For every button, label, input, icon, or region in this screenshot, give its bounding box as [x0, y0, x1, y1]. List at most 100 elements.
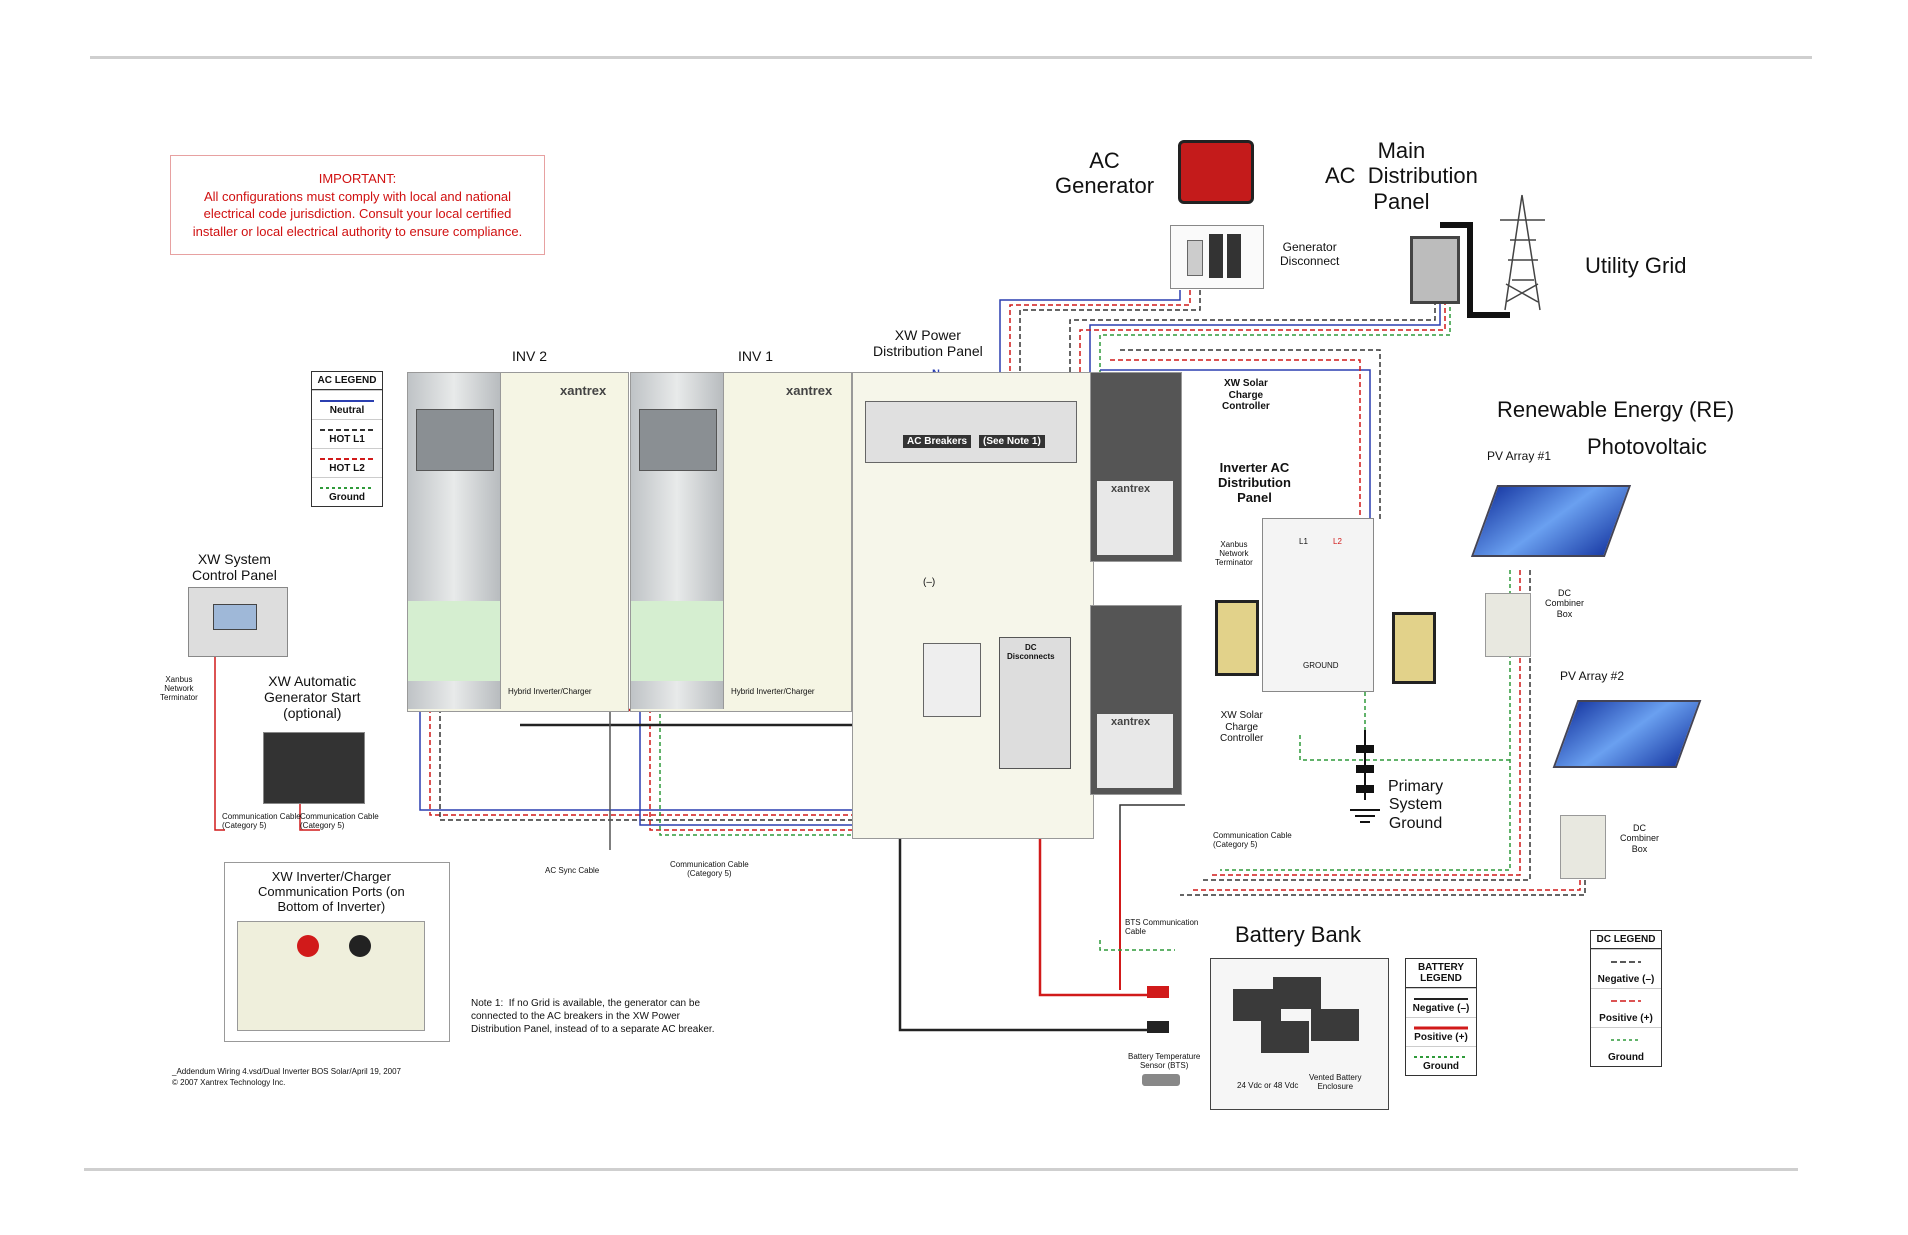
- battery-legend-title: BATTERY LEGEND: [1406, 959, 1476, 988]
- vented-enclosure-label: Vented Battery Enclosure: [1309, 1073, 1362, 1091]
- disconnect-switch-icon: [1187, 240, 1203, 276]
- legend-item: Neutral: [312, 390, 382, 419]
- solar-cc-top: xantrex: [1090, 372, 1182, 562]
- l2-label: L2: [1333, 537, 1342, 546]
- legend-item: Ground: [312, 477, 382, 506]
- footer-line-2: © 2007 Xantrex Technology Inc.: [172, 1078, 286, 1087]
- battery-icon: [1261, 1021, 1309, 1053]
- important-line-1: All configurations must comply with loca…: [203, 188, 512, 204]
- solar-cc-top-brand: xantrex: [1111, 483, 1151, 495]
- important-line-3: installer or local electrical authority …: [192, 223, 523, 239]
- battery-legend: BATTERY LEGEND Negative (–) Positive (+)…: [1405, 958, 1477, 1076]
- dc-combiner-1-icon: [1485, 593, 1531, 657]
- inverter-1-brand: xantrex: [786, 383, 833, 398]
- xw-power-panel: AC Breakers (See Note 1) (–) DC Disconne…: [852, 372, 1094, 839]
- xw-ags-label: XW Automatic Generator Start (optional): [264, 673, 361, 722]
- dc-combiner-1-label: DC Combiner Box: [1545, 588, 1585, 619]
- inv2-label: INV 2: [512, 348, 548, 364]
- inverter-2-hybrid-label: Hybrid Inverter/Charger: [508, 687, 592, 696]
- legend-item: Positive (+): [1406, 1017, 1476, 1046]
- ac-legend: AC LEGEND Neutral HOT L1 HOT L2 Ground: [311, 371, 383, 507]
- voltage-label: 24 Vdc or 48 Vdc: [1237, 1081, 1299, 1090]
- comm-cable-label-b: Communication Cable (Category 5): [300, 812, 379, 831]
- re-title: Renewable Energy (RE): [1497, 397, 1735, 422]
- primary-ground-label: Primary System Ground: [1388, 778, 1444, 832]
- main-ac-panel-box: [1410, 236, 1460, 304]
- dc-legend: DC LEGEND Negative (–) Positive (+) Grou…: [1590, 930, 1662, 1067]
- solar-cc-bottom-face: [1097, 714, 1173, 788]
- legend-item: HOT L1: [312, 419, 382, 448]
- footer-line-1: _Addendum Wiring 4.vsd/Dual Inverter BOS…: [172, 1067, 402, 1076]
- legend-item: Negative (–): [1591, 949, 1661, 988]
- disconnect-breaker-icon: [1209, 234, 1223, 278]
- inverter-1-terminals: [631, 601, 723, 681]
- system-control-panel-icon: [188, 587, 288, 657]
- generator-disconnect-label: Generator Disconnect: [1280, 240, 1340, 268]
- control-panel-screen: [213, 604, 257, 630]
- ags-unit-icon: [263, 732, 365, 804]
- xw-power-panel-label: XW Power Distribution Panel: [873, 327, 983, 360]
- dc-combiner-2-label: DC Combiner Box: [1620, 823, 1660, 854]
- utility-grid-label: Utility Grid: [1585, 253, 1687, 278]
- main-ac-panel-label: Main AC Distribution Panel: [1325, 138, 1478, 214]
- ac-generator-label: AC Generator: [1055, 148, 1155, 199]
- pv-array-1-label: PV Array #1: [1487, 449, 1552, 463]
- positive-terminal-icon: [1147, 986, 1169, 998]
- pv-array-2-icon: [1552, 700, 1702, 768]
- outlet-icon: [1392, 612, 1436, 684]
- battery-icon: [1311, 1009, 1359, 1041]
- battery-icon: [1273, 977, 1321, 1009]
- inverter-1: xantrex Hybrid Inverter/Charger: [630, 372, 852, 712]
- ac-breakers-label: AC Breakers: [903, 435, 972, 448]
- legend-item: Ground: [1406, 1046, 1476, 1075]
- generator-disconnect-box: [1170, 225, 1264, 289]
- comm-ports-image: [237, 921, 425, 1031]
- terminal-black-icon: [349, 935, 371, 957]
- fuse-block: [923, 643, 981, 717]
- note-1: Note 1: If no Grid is available, the gen…: [471, 998, 715, 1035]
- legend-item: Negative (–): [1406, 988, 1476, 1017]
- ac-sync-cable-label: AC Sync Cable: [545, 866, 600, 875]
- xw-system-control-label: XW System Control Panel: [192, 551, 277, 584]
- xanbus-terminator-left-label: Xanbus Network Terminator: [160, 675, 198, 703]
- l1-label: L1: [1299, 537, 1308, 546]
- solar-cc-top-label: XW Solar Charge Controller: [1222, 378, 1270, 412]
- ac-breakers-row: [865, 401, 1077, 463]
- generator-icon: [1178, 140, 1254, 204]
- see-note-label: (See Note 1): [979, 435, 1045, 448]
- outlet-icon: [1215, 600, 1259, 676]
- pv-array-2-label: PV Array #2: [1560, 669, 1625, 683]
- inverter-2-brand: xantrex: [560, 383, 607, 398]
- minus-label: (–): [923, 577, 936, 588]
- pv-array-1-icon: [1470, 485, 1632, 557]
- important-notice: IMPORTANT: All configurations must compl…: [170, 155, 545, 255]
- inverter-ac-panel-box: L1 L2 GROUND: [1262, 518, 1374, 692]
- terminal-red-icon: [297, 935, 319, 957]
- inverter-1-display: [639, 409, 717, 471]
- comm-ports-label: XW Inverter/Charger Communication Ports …: [258, 869, 405, 914]
- inverter-2-display: [416, 409, 494, 471]
- inv1-label: INV 1: [738, 348, 774, 364]
- inverter-2: xantrex Hybrid Inverter/Charger: [407, 372, 629, 712]
- inverter-1-hybrid-label: Hybrid Inverter/Charger: [731, 687, 815, 696]
- comm-ports-box: [224, 862, 450, 1042]
- battery-enclosure: 24 Vdc or 48 Vdc Vented Battery Enclosur…: [1210, 958, 1389, 1110]
- comm-cable-label-a: Communication Cable (Category 5): [222, 812, 301, 831]
- bottom-rule: [84, 1168, 1798, 1171]
- xanbus-terminator-right-label: Xanbus Network Terminator: [1215, 540, 1253, 568]
- photovoltaic-label: Photovoltaic: [1587, 434, 1707, 459]
- bts-sensor-label: Battery Temperature Sensor (BTS): [1128, 1052, 1201, 1071]
- legend-item: Ground: [1591, 1027, 1661, 1066]
- solar-cc-top-face: [1097, 481, 1173, 555]
- battery-bank-label: Battery Bank: [1235, 922, 1361, 947]
- solar-cc-bottom-label: XW Solar Charge Controller: [1220, 710, 1264, 744]
- important-line-2: electrical code jurisdiction. Consult yo…: [203, 206, 512, 222]
- legend-item: HOT L2: [312, 448, 382, 477]
- dc-combiner-2-icon: [1560, 815, 1606, 879]
- negative-terminal-icon: [1147, 1021, 1169, 1033]
- comm-cable-label-c: Communication Cable (Category 5): [670, 860, 749, 879]
- dc-disconnect-unit: [999, 637, 1071, 769]
- ac-legend-title: AC LEGEND: [312, 372, 382, 390]
- ground-bar-label: GROUND: [1303, 661, 1339, 670]
